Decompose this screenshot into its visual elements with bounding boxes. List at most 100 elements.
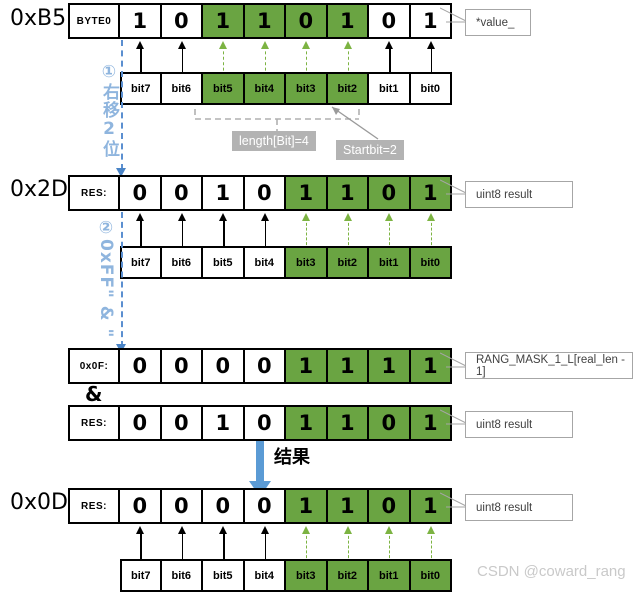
bit-cell: 1 — [327, 488, 369, 524]
bit-name-cell: bit2 — [327, 246, 369, 279]
bit-cell: 1 — [410, 175, 452, 211]
bit-cell: 1 — [120, 3, 162, 39]
bit-cell: 0 — [120, 488, 162, 524]
black-up-arrow — [177, 526, 187, 563]
bit-name-cell: bit6 — [161, 72, 203, 105]
black-up-arrow — [136, 526, 145, 563]
bit-cell: 1 — [327, 405, 369, 441]
bit-cell: 0 — [244, 488, 286, 524]
bit-name-cell: bit5 — [203, 72, 245, 105]
bit-name-cell: bit7 — [120, 246, 162, 279]
bit-name-cell: bit2 — [327, 72, 369, 105]
bit-cell: 1 — [410, 405, 452, 441]
bit-cell: 0 — [369, 488, 411, 524]
bit-name-cell: bit2 — [327, 559, 369, 592]
bit-name-cell: bit4 — [244, 559, 286, 592]
step2-label: ②0xFF" & " — [96, 218, 116, 339]
flow-line-2 — [121, 212, 123, 347]
bit-cell: 0 — [369, 405, 411, 441]
callout-rang-mask: RANG_MASK_1_L[real_len - 1] — [465, 352, 633, 379]
bit-cell: 0 — [161, 348, 203, 384]
length-bracket — [193, 107, 363, 140]
length-chip: length[Bit]=4 — [232, 131, 316, 151]
bit-cell: 0 — [120, 348, 162, 384]
bit-cell: 0 — [244, 175, 286, 211]
callout-uint8-result-3: uint8 result — [465, 494, 573, 521]
bit-cell: 1 — [286, 175, 328, 211]
green-up-arrow — [302, 213, 311, 250]
bit-cell: 1 — [203, 175, 245, 211]
black-up-arrow — [177, 41, 187, 76]
bit-cell: 0 — [203, 488, 245, 524]
bit-cell: 1 — [369, 348, 411, 384]
green-up-arrow — [302, 526, 311, 563]
callout-uint8-result-1: uint8 result — [465, 181, 573, 208]
bit-name-cell: bit5 — [203, 246, 245, 279]
and-operator: & — [85, 382, 103, 406]
bit-cell: 1 — [286, 405, 328, 441]
bit-cell: 1 — [327, 3, 369, 39]
bit-name-cell: bit5 — [203, 559, 245, 592]
bit-cell: 0 — [161, 3, 203, 39]
bit-cell: 1 — [286, 348, 328, 384]
flow-arrow-1 — [116, 168, 126, 177]
bit-name-cell: bit3 — [286, 246, 328, 279]
green-up-arrow — [385, 213, 394, 250]
row-tag-row-res-shifted: RES: — [68, 175, 120, 211]
black-up-arrow — [219, 213, 228, 250]
flow-line-1 — [121, 40, 123, 170]
bit-cell: 1 — [327, 175, 369, 211]
hex-label-row2: 0x2D — [10, 177, 68, 202]
black-up-arrow — [385, 41, 394, 76]
green-up-arrow — [343, 213, 353, 250]
bit-cell: 0 — [161, 175, 203, 211]
green-up-arrow — [385, 526, 394, 563]
result-arrow-shaft — [256, 441, 264, 483]
bit-name-cell: bit1 — [369, 72, 411, 105]
bit-cell: 1 — [286, 488, 328, 524]
bit-name-cell: bit3 — [286, 72, 328, 105]
bit-name-cell: bit6 — [161, 246, 203, 279]
bit-name-cell: bit0 — [410, 559, 452, 592]
bit-cell: 0 — [244, 348, 286, 384]
bit-cell: 1 — [327, 348, 369, 384]
bit-name-cell: bit4 — [244, 72, 286, 105]
bit-cell: 0 — [244, 405, 286, 441]
green-up-arrow — [219, 41, 228, 76]
bit-cell: 0 — [203, 348, 245, 384]
hex-label-row1: 0xB5 — [10, 6, 67, 31]
startbit-leader — [330, 103, 385, 143]
black-up-arrow — [177, 213, 187, 250]
bit-cell: 0 — [161, 488, 203, 524]
bit-name-cell: bit1 — [369, 246, 411, 279]
green-up-arrow — [426, 526, 436, 563]
bit-cell: 1 — [410, 488, 452, 524]
startbit-chip: Startbit=2 — [336, 140, 404, 160]
bit-name-cell: bit1 — [369, 559, 411, 592]
bit-cell: 1 — [203, 405, 245, 441]
bit-name-cell: bit6 — [161, 559, 203, 592]
green-up-arrow — [302, 41, 311, 76]
hex-label-row5: 0x0D — [10, 490, 68, 515]
step1-label: ①右移2位 — [99, 62, 119, 158]
bit-cell: 0 — [161, 405, 203, 441]
watermark: CSDN @coward_rang — [477, 563, 626, 580]
black-up-arrow — [219, 526, 228, 563]
bit-name-cell: bit0 — [410, 72, 452, 105]
bit-cell: 1 — [410, 3, 452, 39]
bit-cell: 0 — [286, 3, 328, 39]
black-up-arrow — [136, 213, 145, 250]
bit-name-cell: bit7 — [120, 559, 162, 592]
bit-cell: 0 — [369, 175, 411, 211]
row-tag-row-res-operand: RES: — [68, 405, 120, 441]
bit-cell: 0 — [120, 405, 162, 441]
black-up-arrow — [260, 526, 270, 563]
black-up-arrow — [136, 41, 145, 76]
callout-uint8-result-2: uint8 result — [465, 411, 573, 438]
bit-name-cell: bit3 — [286, 559, 328, 592]
